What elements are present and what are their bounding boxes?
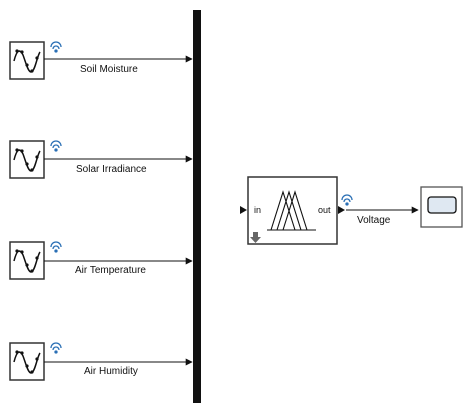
fuzzy-logic-block[interactable] (240, 176, 345, 245)
signal-label-air-humidity: Air Humidity (84, 366, 138, 377)
signal-label-solar-irradiance: Solar Irradiance (76, 164, 147, 175)
wifi-icon (341, 194, 353, 206)
wifi-icon (50, 241, 62, 253)
wifi-icon (50, 140, 62, 152)
signal-source-block[interactable] (9, 140, 45, 179)
signal-label-soil-moisture: Soil Moisture (80, 64, 138, 75)
output-signal-label: Voltage (357, 215, 391, 226)
signal-label-air-temperature: Air Temperature (75, 265, 146, 276)
out-port-label: out (318, 205, 331, 215)
in-port-label: in (254, 205, 262, 215)
signal-source-block[interactable] (9, 241, 45, 280)
membership-functions-icon (270, 190, 296, 231)
signal-source-block[interactable] (9, 342, 45, 381)
wifi-icon (50, 342, 62, 354)
wifi-icon (50, 41, 62, 53)
signal-source-block[interactable] (9, 41, 45, 80)
arrow-down-icon (250, 232, 261, 243)
mux-bar[interactable] (193, 10, 201, 403)
scope-block[interactable] (420, 186, 463, 228)
